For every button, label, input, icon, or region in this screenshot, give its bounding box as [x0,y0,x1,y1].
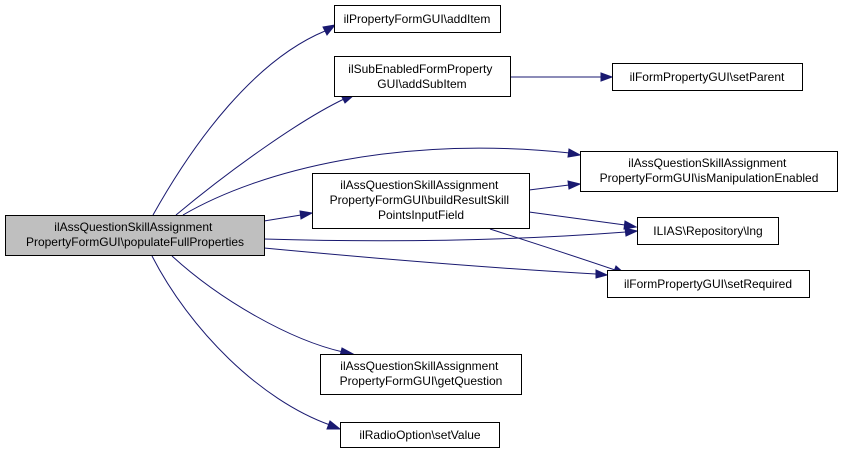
edge-root-to-lng [263,231,627,242]
node-build-result-line-1: ilAssQuestionSkillAssignment [340,178,499,192]
svg-text:ILIAS\Repository\lng: ILIAS\Repository\lng [653,224,762,238]
edge-arrow-set-parent [600,72,614,82]
node-set-parent-box [612,63,803,91]
node-lng-line-1: ILIAS\Repository\lng [653,224,762,238]
node-set-parent[interactable]: ilFormPropertyGUI\setParent [612,63,803,91]
node-add-sub-item[interactable]: ilSubEnabledFormProperty GUI\addSubItem [334,56,511,97]
node-build-result[interactable]: ilAssQuestionSkillAssignment PropertyFor… [312,173,530,229]
edge-arrow-is-manipulation-2 [567,180,582,190]
node-set-required-box [607,270,810,298]
svg-text:ilRadioOption\setValue: ilRadioOption\setValue [359,428,481,442]
node-root[interactable]: ilAssQuestionSkillAssignment PropertyFor… [5,215,265,256]
node-get-question-line-1: ilAssQuestionSkillAssignment [340,359,499,373]
node-is-manipulation-enabled-line-1: ilAssQuestionSkillAssignment [628,156,787,170]
node-get-question[interactable]: ilAssQuestionSkillAssignment PropertyFor… [320,354,522,395]
node-add-item-box [334,5,501,33]
svg-text:ilAssQuestionSkillAssignment: ilAssQuestionSkillAssignment PropertyFor… [340,359,503,388]
node-is-manipulation-enabled-box [580,151,838,192]
node-is-manipulation-enabled[interactable]: ilAssQuestionSkillAssignment PropertyFor… [580,151,838,192]
node-lng-box [637,217,779,245]
node-add-sub-item-line-1: ilSubEnabledFormProperty [348,62,492,76]
edge-arrow-lng-2 [624,227,639,237]
edge-root-to-get-question [171,255,344,353]
node-set-parent-line-1: ilFormPropertyGUI\setParent [630,70,785,84]
svg-text:ilAssQuestionSkillAssignment: ilAssQuestionSkillAssignment PropertyFor… [600,156,819,185]
node-add-item-line-1: ilPropertyFormGUI\addItem [344,12,491,26]
edge-root-to-add-sub-item [175,98,345,216]
svg-text:ilFormPropertyGUI\setRequired: ilFormPropertyGUI\setRequired [624,277,792,291]
node-is-manipulation-enabled-line-2: PropertyFormGUI\isManipulationEnabled [600,171,819,185]
edge-build-result-to-lng [528,211,626,226]
edge-arrow-add-item [322,24,337,36]
svg-text:ilFormPropertyGUI\setParent: ilFormPropertyGUI\setParent [630,70,785,84]
node-lng[interactable]: ILIAS\Repository\lng [637,217,779,245]
edge-root-to-build-result [263,214,302,222]
edge-arrow-set-value [326,420,342,430]
edge-arrow-build-result [299,210,314,220]
node-build-result-box [312,173,530,229]
svg-text:ilAssQuestionSkillAssignment: ilAssQuestionSkillAssignment PropertyFor… [26,220,244,249]
svg-text:ilSubEnabledFormProperty: ilSubEnabledFormProperty GUI\addSubItem [348,62,495,91]
edge-arrow-is-manipulation-1 [567,148,582,158]
edge-root-to-add-item [152,30,326,216]
svg-text:ilAssQuestionSkillAssignment: ilAssQuestionSkillAssignment PropertyFor… [330,178,513,222]
node-get-question-box [320,354,522,395]
node-set-value-box [340,422,500,448]
node-set-required[interactable]: ilFormPropertyGUI\setRequired [607,270,810,298]
node-add-item[interactable]: ilPropertyFormGUI\addItem [334,5,501,33]
svg-text:ilPropertyFormGUI\addItem: ilPropertyFormGUI\addItem [344,12,491,26]
node-add-sub-item-box [334,56,511,97]
edge-root-to-set-required [263,247,597,275]
edge-root-to-is-manipulation [182,147,571,216]
edge-root-to-set-value [151,255,331,426]
node-root-line-2: PropertyFormGUI\populateFullProperties [26,235,244,249]
node-set-value-line-1: ilRadioOption\setValue [359,428,481,442]
edge-build-result-to-is-manipulation [528,184,570,191]
node-root-line-1: ilAssQuestionSkillAssignment [54,220,213,234]
node-add-sub-item-line-2: GUI\addSubItem [377,77,466,91]
node-set-required-line-1: ilFormPropertyGUI\setRequired [624,277,792,291]
edge-arrow-set-required-2 [595,269,609,279]
node-root-box [5,215,265,256]
node-build-result-line-2: PropertyFormGUI\buildResultSkill [330,193,509,207]
edge-arrow-lng-1 [623,220,638,230]
edge-build-result-to-set-required [489,228,616,271]
node-get-question-line-2: PropertyFormGUI\getQuestion [340,374,503,388]
node-set-value[interactable]: ilRadioOption\setValue [340,422,500,448]
node-build-result-line-3: PointsInputField [378,208,464,222]
